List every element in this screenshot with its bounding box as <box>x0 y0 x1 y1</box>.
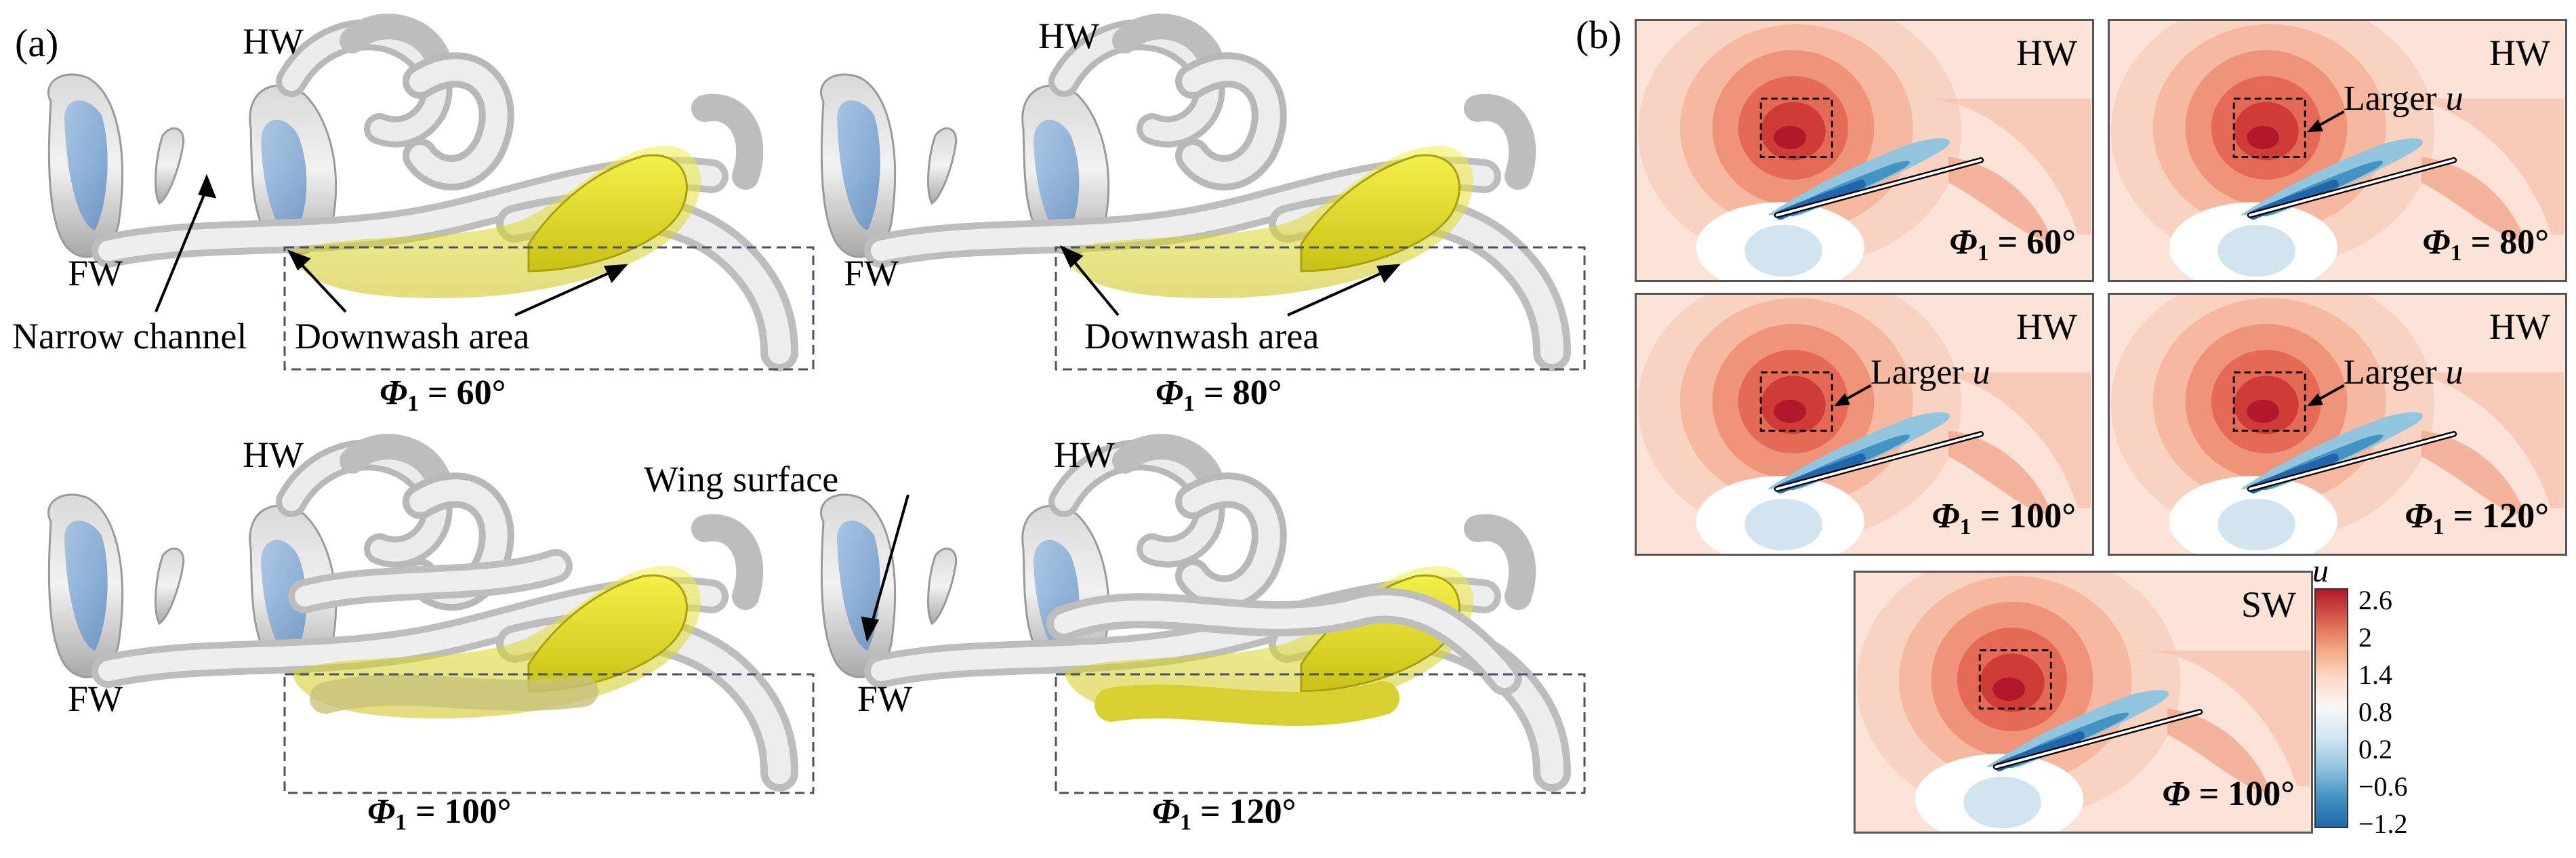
field-phi-label: Φ1 = 60° <box>1949 223 2076 266</box>
panel-a-label: (a) <box>15 21 59 65</box>
wing-surface-label: Wing surface <box>644 459 839 499</box>
hw-label-1: HW <box>243 21 304 62</box>
colorbar-tick: −0.6 <box>2358 771 2408 802</box>
downwash-label-2: Downwash area <box>1084 316 1320 356</box>
flow-field-sw: SW Φ = 100° <box>1854 571 2313 834</box>
field-tag: HW <box>2489 33 2550 73</box>
field-phi-label: Φ = 100° <box>2162 775 2295 813</box>
phi-label-4: Φ1 = 120° <box>1152 792 1296 835</box>
phi-label-3: Φ1 = 100° <box>367 792 512 835</box>
colorbar-tick: 0.8 <box>2358 697 2392 727</box>
hw-label-4: HW <box>1054 434 1115 475</box>
field-phi-label: Φ1 = 100° <box>1931 497 2076 539</box>
flow-field-phi120: HW Larger u Φ1 = 120° <box>2108 293 2567 556</box>
fw-label-4: FW <box>857 678 912 719</box>
phi-label-2: Φ1 = 80° <box>1156 373 1282 416</box>
larger-u-note: Larger u <box>2344 79 2463 118</box>
field-tag: HW <box>2016 33 2077 73</box>
colorbar-title: u <box>2312 553 2329 589</box>
flow-field-phi80: HW Larger u Φ1 = 80° <box>2108 19 2567 282</box>
flow-field-phi60: HW Φ1 = 60° <box>1635 19 2094 282</box>
field-phi-label: Φ1 = 120° <box>2405 497 2549 539</box>
larger-u-note: Larger u <box>2344 353 2463 392</box>
panel-b-label: (b) <box>1576 13 1622 57</box>
colorbar-tick: 2 <box>2358 622 2372 653</box>
narrow-channel-label: Narrow channel <box>12 316 247 356</box>
fw-label-2: FW <box>844 253 899 293</box>
hw-label-2: HW <box>1038 16 1099 56</box>
hw-label-3: HW <box>243 434 304 475</box>
vortex-isosurface-figure <box>0 0 1586 794</box>
colorbar-tick: −1.2 <box>2358 809 2408 839</box>
field-tag: HW <box>2489 306 2550 347</box>
fw-label-3: FW <box>68 678 123 719</box>
colorbar-tick: 2.6 <box>2358 585 2392 615</box>
colorbar-ticks: 2.6 2 1.4 0.8 0.2 −0.6 −1.2 <box>2358 584 2440 839</box>
downwash-label-1: Downwash area <box>295 316 530 356</box>
field-tag: HW <box>2016 306 2077 347</box>
larger-u-note: Larger u <box>1870 353 1990 392</box>
phi-label-1: Φ1 = 60° <box>380 373 506 416</box>
fw-label-1: FW <box>68 253 123 293</box>
colorbar <box>2314 588 2348 828</box>
flow-field-phi100: HW Larger u Φ1 = 100° <box>1635 293 2094 556</box>
field-tag: SW <box>2241 584 2296 625</box>
field-phi-label: Φ1 = 80° <box>2422 223 2549 266</box>
colorbar-tick: 1.4 <box>2358 659 2392 690</box>
colorbar-tick: 0.2 <box>2358 734 2392 764</box>
